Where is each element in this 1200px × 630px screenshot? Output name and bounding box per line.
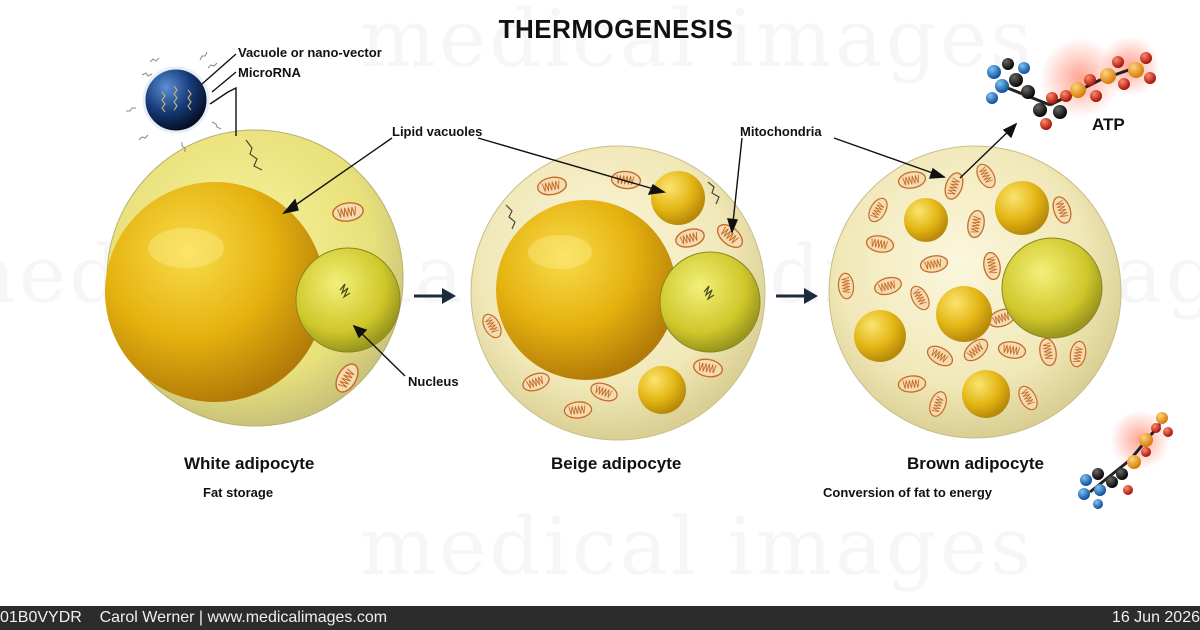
cell-caption-white: White adipocyte (184, 454, 315, 473)
transition-arrow-1 (414, 288, 456, 304)
cell-caption-brown: Brown adipocyte (907, 454, 1044, 473)
image-footer-bar: 01B0VYDR Carol Werner | www.medicalimage… (0, 606, 1200, 630)
label-nucleus: Nucleus (408, 374, 459, 389)
diagram-title: THERMOGENESIS (498, 14, 734, 44)
atp-molecule (986, 36, 1160, 130)
brown-adipocyte (828, 145, 1122, 439)
cell-description-white: Fat storage (203, 485, 274, 500)
cell-caption-beige: Beige adipocyte (551, 454, 682, 473)
label-atp: ATP (1092, 115, 1125, 134)
nano-vector (126, 51, 222, 152)
transition-arrow-2 (776, 288, 818, 304)
leader-lines (201, 53, 1018, 377)
diagram-artwork (105, 36, 1173, 509)
cell-description-brown: Conversion of fat to energy (823, 485, 993, 500)
beige-adipocyte (470, 145, 766, 441)
label-vacuole: Vacuole or nano-vector (238, 45, 382, 60)
label-microrna: MicroRNA (238, 65, 301, 80)
label-mitochondria: Mitochondria (740, 124, 822, 139)
image-date: 16 Jun 2026 (1111, 609, 1200, 626)
white-adipocyte (105, 129, 404, 427)
image-credit: 01B0VYDR Carol Werner | www.medicalimage… (0, 609, 388, 626)
atp-molecule-small (1078, 410, 1173, 509)
label-lipid-vacuoles: Lipid vacuoles (392, 124, 483, 139)
